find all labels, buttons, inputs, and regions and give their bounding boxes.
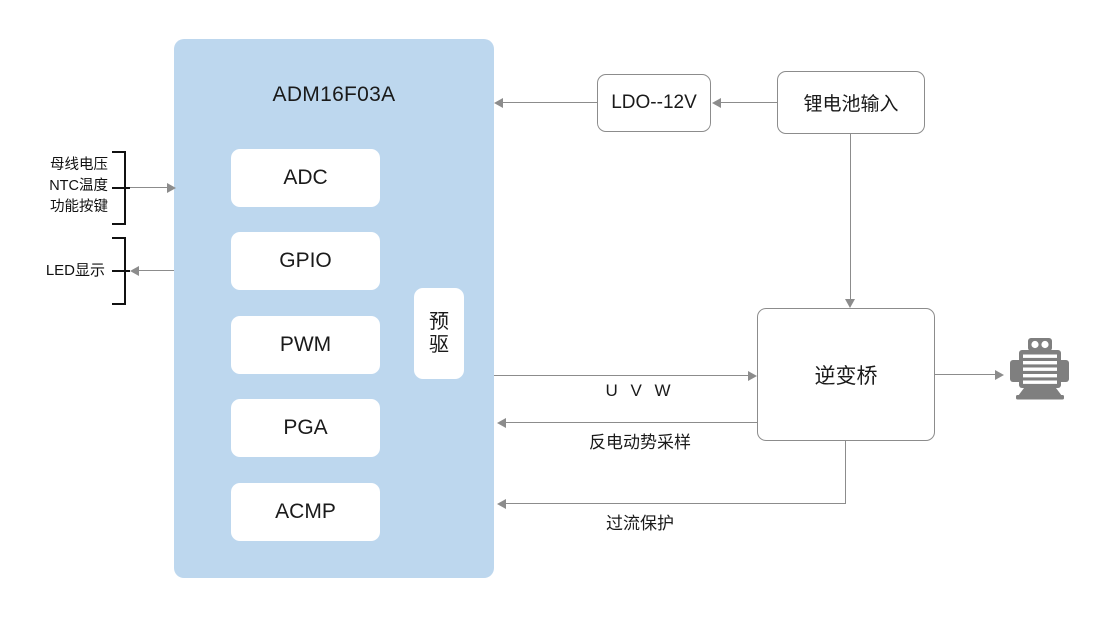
arrowhead-battery-to-ldo bbox=[712, 97, 721, 108]
input-bracket-group1-stub bbox=[112, 187, 130, 189]
wire-inputs-to-mcu bbox=[130, 187, 170, 188]
wire-ocp-vertical bbox=[845, 441, 846, 503]
signal-label-bemf: 反电动势采样 bbox=[589, 433, 691, 452]
mcu-title: ADM16F03A bbox=[272, 83, 396, 106]
peripheral-block-acmp[interactable]: ACMP bbox=[231, 483, 380, 541]
wire-uvw bbox=[494, 375, 748, 376]
inverter-bridge-block[interactable]: 逆变桥 bbox=[757, 308, 935, 441]
wire-battery-to-bridge bbox=[850, 134, 851, 299]
wire-ldo-to-mcu bbox=[503, 102, 597, 103]
motor-icon bbox=[1004, 338, 1074, 400]
pre-driver-label-line1: 预 bbox=[429, 310, 449, 333]
ldo-block[interactable]: LDO--12V bbox=[597, 74, 711, 132]
wire-bridge-to-motor bbox=[935, 374, 995, 375]
arrowhead-inputs-to-mcu bbox=[167, 182, 176, 193]
arrowhead-ocp bbox=[497, 498, 506, 509]
peripheral-block-adc[interactable]: ADC bbox=[231, 149, 380, 207]
arrowhead-ldo-to-mcu bbox=[494, 97, 503, 108]
pre-driver-block[interactable]: 预 驱 bbox=[414, 288, 464, 379]
peripheral-block-gpio[interactable]: GPIO bbox=[231, 232, 380, 290]
signal-label-ocp: 过流保护 bbox=[606, 514, 674, 533]
arrowhead-battery-to-bridge bbox=[845, 299, 855, 308]
signal-label-uvw: U V W bbox=[605, 381, 675, 400]
arrowhead-uvw bbox=[748, 370, 757, 381]
input-label-function-key: 功能按键 bbox=[50, 199, 108, 215]
input-label-group1: 母线电压 NTC温度 功能按键 bbox=[0, 155, 108, 218]
battery-input-block[interactable]: 锂电池输入 bbox=[777, 71, 925, 134]
arrowhead-mcu-to-led bbox=[130, 265, 139, 276]
input-label-bus-voltage: 母线电压 bbox=[50, 157, 108, 173]
pre-driver-label-line2: 驱 bbox=[429, 333, 449, 356]
wire-ocp-horizontal bbox=[506, 503, 846, 504]
input-label-ntc-temp: NTC温度 bbox=[49, 178, 108, 194]
output-label-group2: LED显示 bbox=[0, 260, 105, 281]
arrowhead-bemf bbox=[497, 417, 506, 428]
wire-mcu-to-led bbox=[139, 270, 174, 271]
output-label-led-display: LED显示 bbox=[45, 262, 105, 279]
wire-battery-to-ldo bbox=[721, 102, 777, 103]
output-bracket-group2-stub bbox=[112, 270, 130, 272]
arrowhead-bridge-to-motor bbox=[995, 369, 1004, 380]
peripheral-block-pga[interactable]: PGA bbox=[231, 399, 380, 457]
peripheral-block-pwm[interactable]: PWM bbox=[231, 316, 380, 374]
wire-bemf bbox=[506, 422, 757, 423]
